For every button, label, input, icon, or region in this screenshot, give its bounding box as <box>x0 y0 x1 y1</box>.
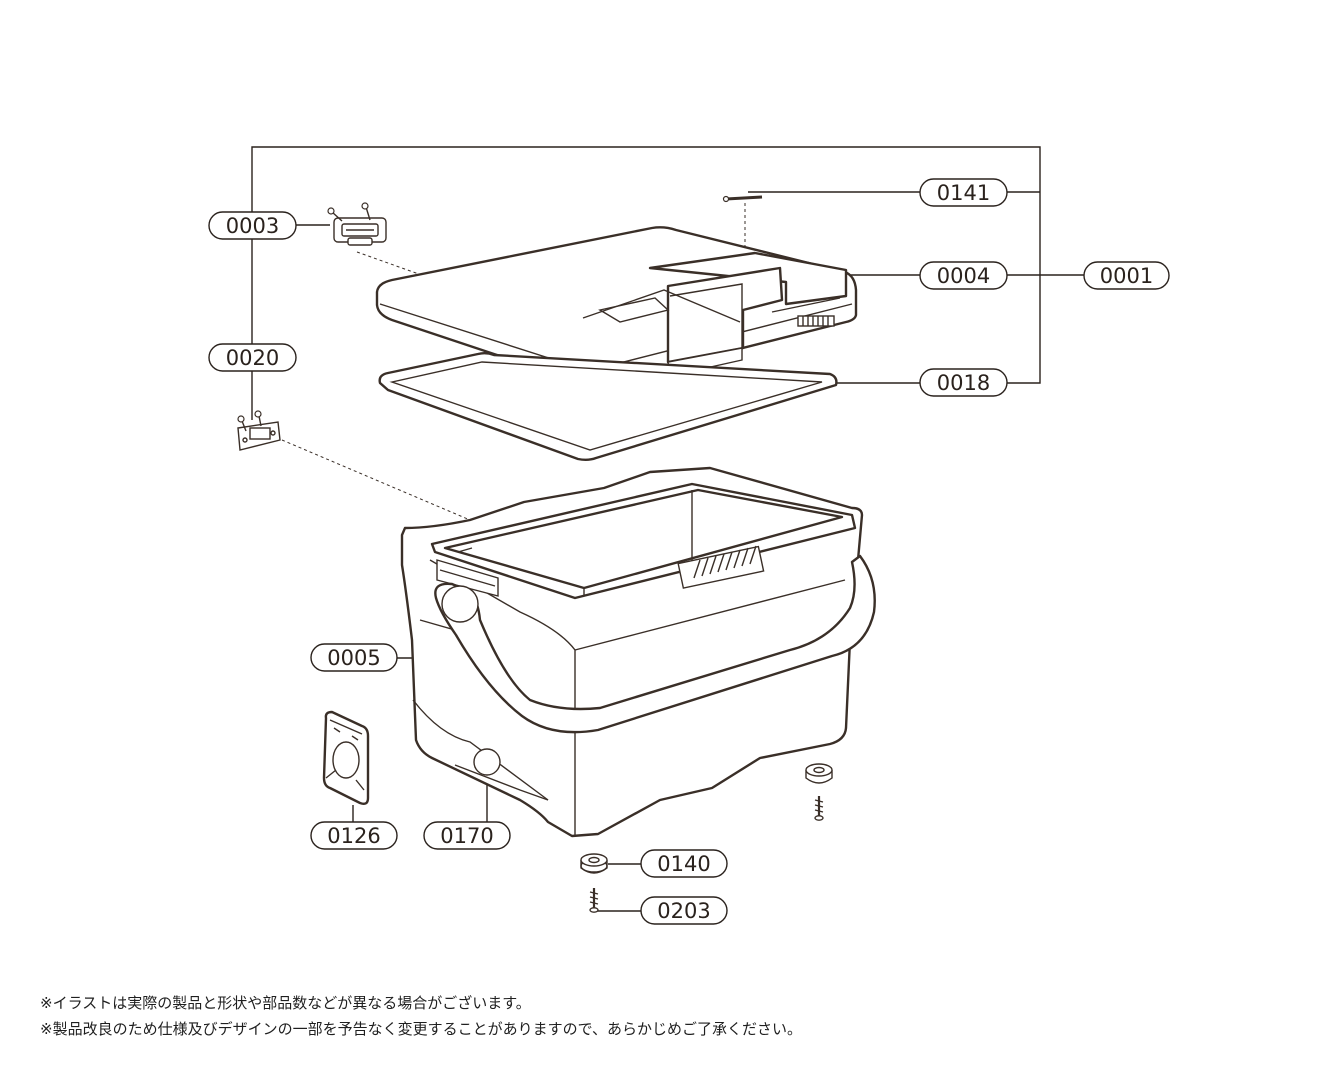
svg-text:0126: 0126 <box>327 824 380 848</box>
svg-text:0003: 0003 <box>226 214 279 238</box>
svg-text:0001: 0001 <box>1100 264 1153 288</box>
callout-0141: 0141 <box>919 178 1008 207</box>
hinge-lower-part <box>237 410 281 451</box>
callout-0140: 0140 <box>640 849 728 878</box>
disclaimer-notes: ※イラストは実際の製品と形状や部品数などが異なる場合がございます。 ※製品改良の… <box>40 990 1240 1042</box>
svg-text:0020: 0020 <box>226 346 279 370</box>
callout-0018: 0018 <box>919 368 1008 397</box>
bracket-part <box>322 710 370 806</box>
callout-0004: 0004 <box>919 261 1008 290</box>
svg-text:0140: 0140 <box>657 852 710 876</box>
svg-text:0203: 0203 <box>657 899 710 923</box>
foot-part <box>580 853 608 874</box>
screw-part-mounted <box>814 796 824 821</box>
callout-0126: 0126 <box>310 821 398 850</box>
exploded-parts-diagram: 0003 0020 0141 0004 0001 0018 0005 0126 … <box>208 146 1170 925</box>
callout-0005: 0005 <box>310 643 398 672</box>
lid-part <box>375 226 858 387</box>
svg-text:0018: 0018 <box>937 371 990 395</box>
screw-part <box>589 888 599 913</box>
callout-0003: 0003 <box>208 211 297 240</box>
cooler-body-part <box>400 466 876 838</box>
foot-part-mounted <box>805 763 833 784</box>
callout-0170: 0170 <box>423 821 511 850</box>
svg-text:0005: 0005 <box>327 646 380 670</box>
disclaimer-illustration: ※イラストは実際の製品と形状や部品数などが異なる場合がございます。 <box>40 994 531 1012</box>
svg-text:0170: 0170 <box>440 824 493 848</box>
svg-text:0004: 0004 <box>937 264 990 288</box>
disclaimer-spec-change: ※製品改良のため仕様及びデザインの一部を予告なく変更することがありますので、あら… <box>40 1020 802 1038</box>
svg-text:0141: 0141 <box>937 181 990 205</box>
callout-0001: 0001 <box>1083 261 1170 290</box>
gasket-part <box>378 352 838 461</box>
callout-0020: 0020 <box>208 343 297 372</box>
callout-0203: 0203 <box>640 896 728 925</box>
pin-part <box>722 195 763 203</box>
latch-upper-part <box>327 202 387 246</box>
